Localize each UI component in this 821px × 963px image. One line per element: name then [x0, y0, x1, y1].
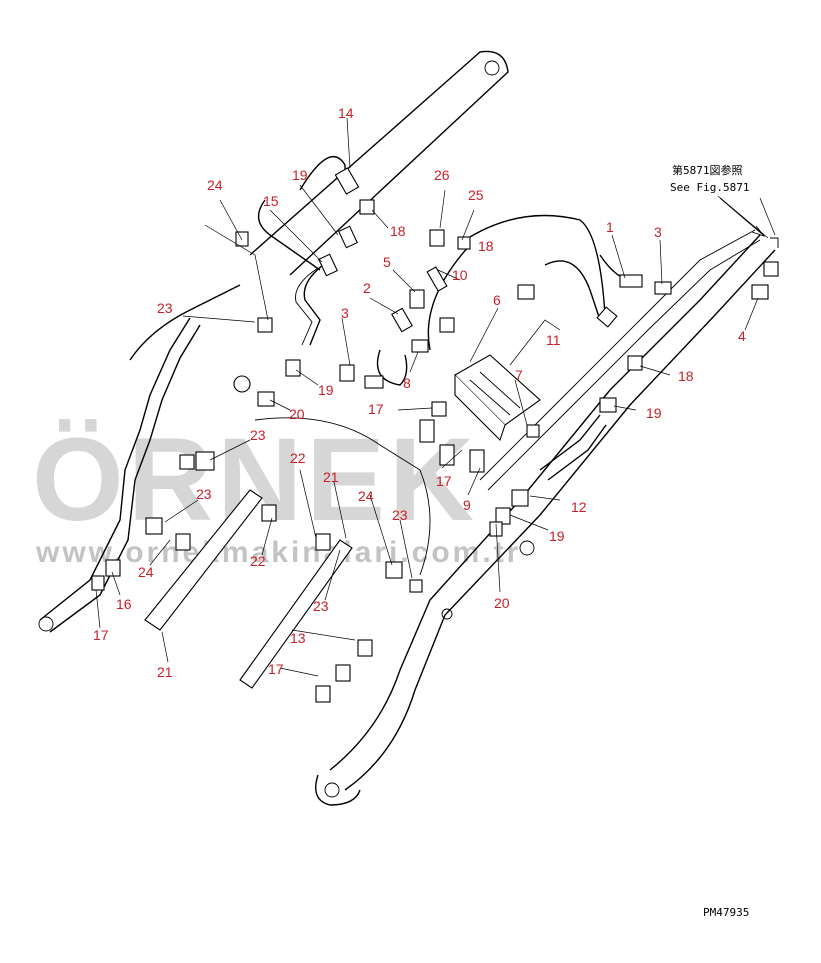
reference-note: 第5871図参照 See Fig.5871: [670, 163, 779, 248]
callout-17: 17: [93, 627, 109, 643]
callout-18: 18: [478, 238, 494, 254]
callout-12: 12: [571, 499, 587, 515]
hydraulic-hoses: [254, 155, 641, 576]
callout-19: 19: [646, 405, 662, 421]
reference-connector: [770, 237, 779, 248]
callout-24: 24: [138, 564, 154, 580]
callout-23: 23: [313, 598, 329, 614]
callout-3: 3: [341, 305, 349, 321]
callout-17: 17: [368, 401, 384, 417]
callout-19: 19: [549, 528, 565, 544]
callout-14: 14: [338, 105, 354, 121]
callout-6: 6: [493, 292, 501, 308]
right-guide-rail: [479, 229, 761, 491]
callout-23: 23: [392, 507, 408, 523]
callout-23: 23: [196, 486, 212, 502]
fittings: [91, 167, 779, 703]
upper-boom: [129, 50, 509, 361]
callout-11: 11: [546, 332, 561, 348]
callout-8: 8: [403, 375, 411, 391]
callout-21: 21: [157, 664, 173, 680]
left-boom-arm: [38, 317, 201, 633]
callout-1: 1: [606, 219, 614, 235]
callout-25: 25: [468, 187, 484, 203]
reference-pointer: [719, 197, 766, 237]
reference-note-jp: 第5871図参照: [672, 163, 743, 177]
callout-10: 10: [452, 267, 468, 283]
callout-18: 18: [390, 223, 406, 239]
callout-22: 22: [250, 553, 266, 569]
callout-23: 23: [157, 300, 173, 316]
callout-17: 17: [436, 473, 452, 489]
reference-note-en: See Fig.5871: [670, 181, 749, 194]
callout-23: 23: [250, 427, 266, 443]
callout-5: 5: [383, 254, 391, 270]
callout-15: 15: [263, 193, 279, 209]
control-valve: [454, 354, 541, 442]
support-straps: [144, 489, 353, 689]
callout-9: 9: [463, 497, 471, 513]
callout-26: 26: [434, 167, 450, 183]
callout-19: 19: [292, 167, 308, 183]
callout-24: 24: [358, 488, 374, 504]
callout-4: 4: [738, 328, 746, 344]
callout-16: 16: [116, 596, 132, 612]
callout-2: 2: [363, 280, 371, 296]
callout-20: 20: [289, 406, 305, 422]
callout-21: 21: [323, 469, 339, 485]
drawing-code: PM47935: [703, 906, 749, 919]
callout-18: 18: [678, 368, 694, 384]
callout-22: 22: [290, 450, 306, 466]
callouts: 14 19 15 24 18 26 25 18 1 3 5 10 2 6 3 1…: [93, 105, 746, 680]
watermark-brand: ÖRNEK: [32, 414, 478, 546]
watermark: ÖRNEK www.ornekmakinalari.com.tr: [32, 414, 518, 569]
callout-7: 7: [515, 367, 523, 383]
callout-24: 24: [207, 177, 223, 193]
callout-20: 20: [494, 595, 510, 611]
callout-17: 17: [268, 661, 284, 677]
callout-19: 19: [318, 382, 334, 398]
leader-lines: [95, 117, 776, 677]
callout-3: 3: [654, 224, 662, 240]
callout-13: 13: [290, 630, 306, 646]
